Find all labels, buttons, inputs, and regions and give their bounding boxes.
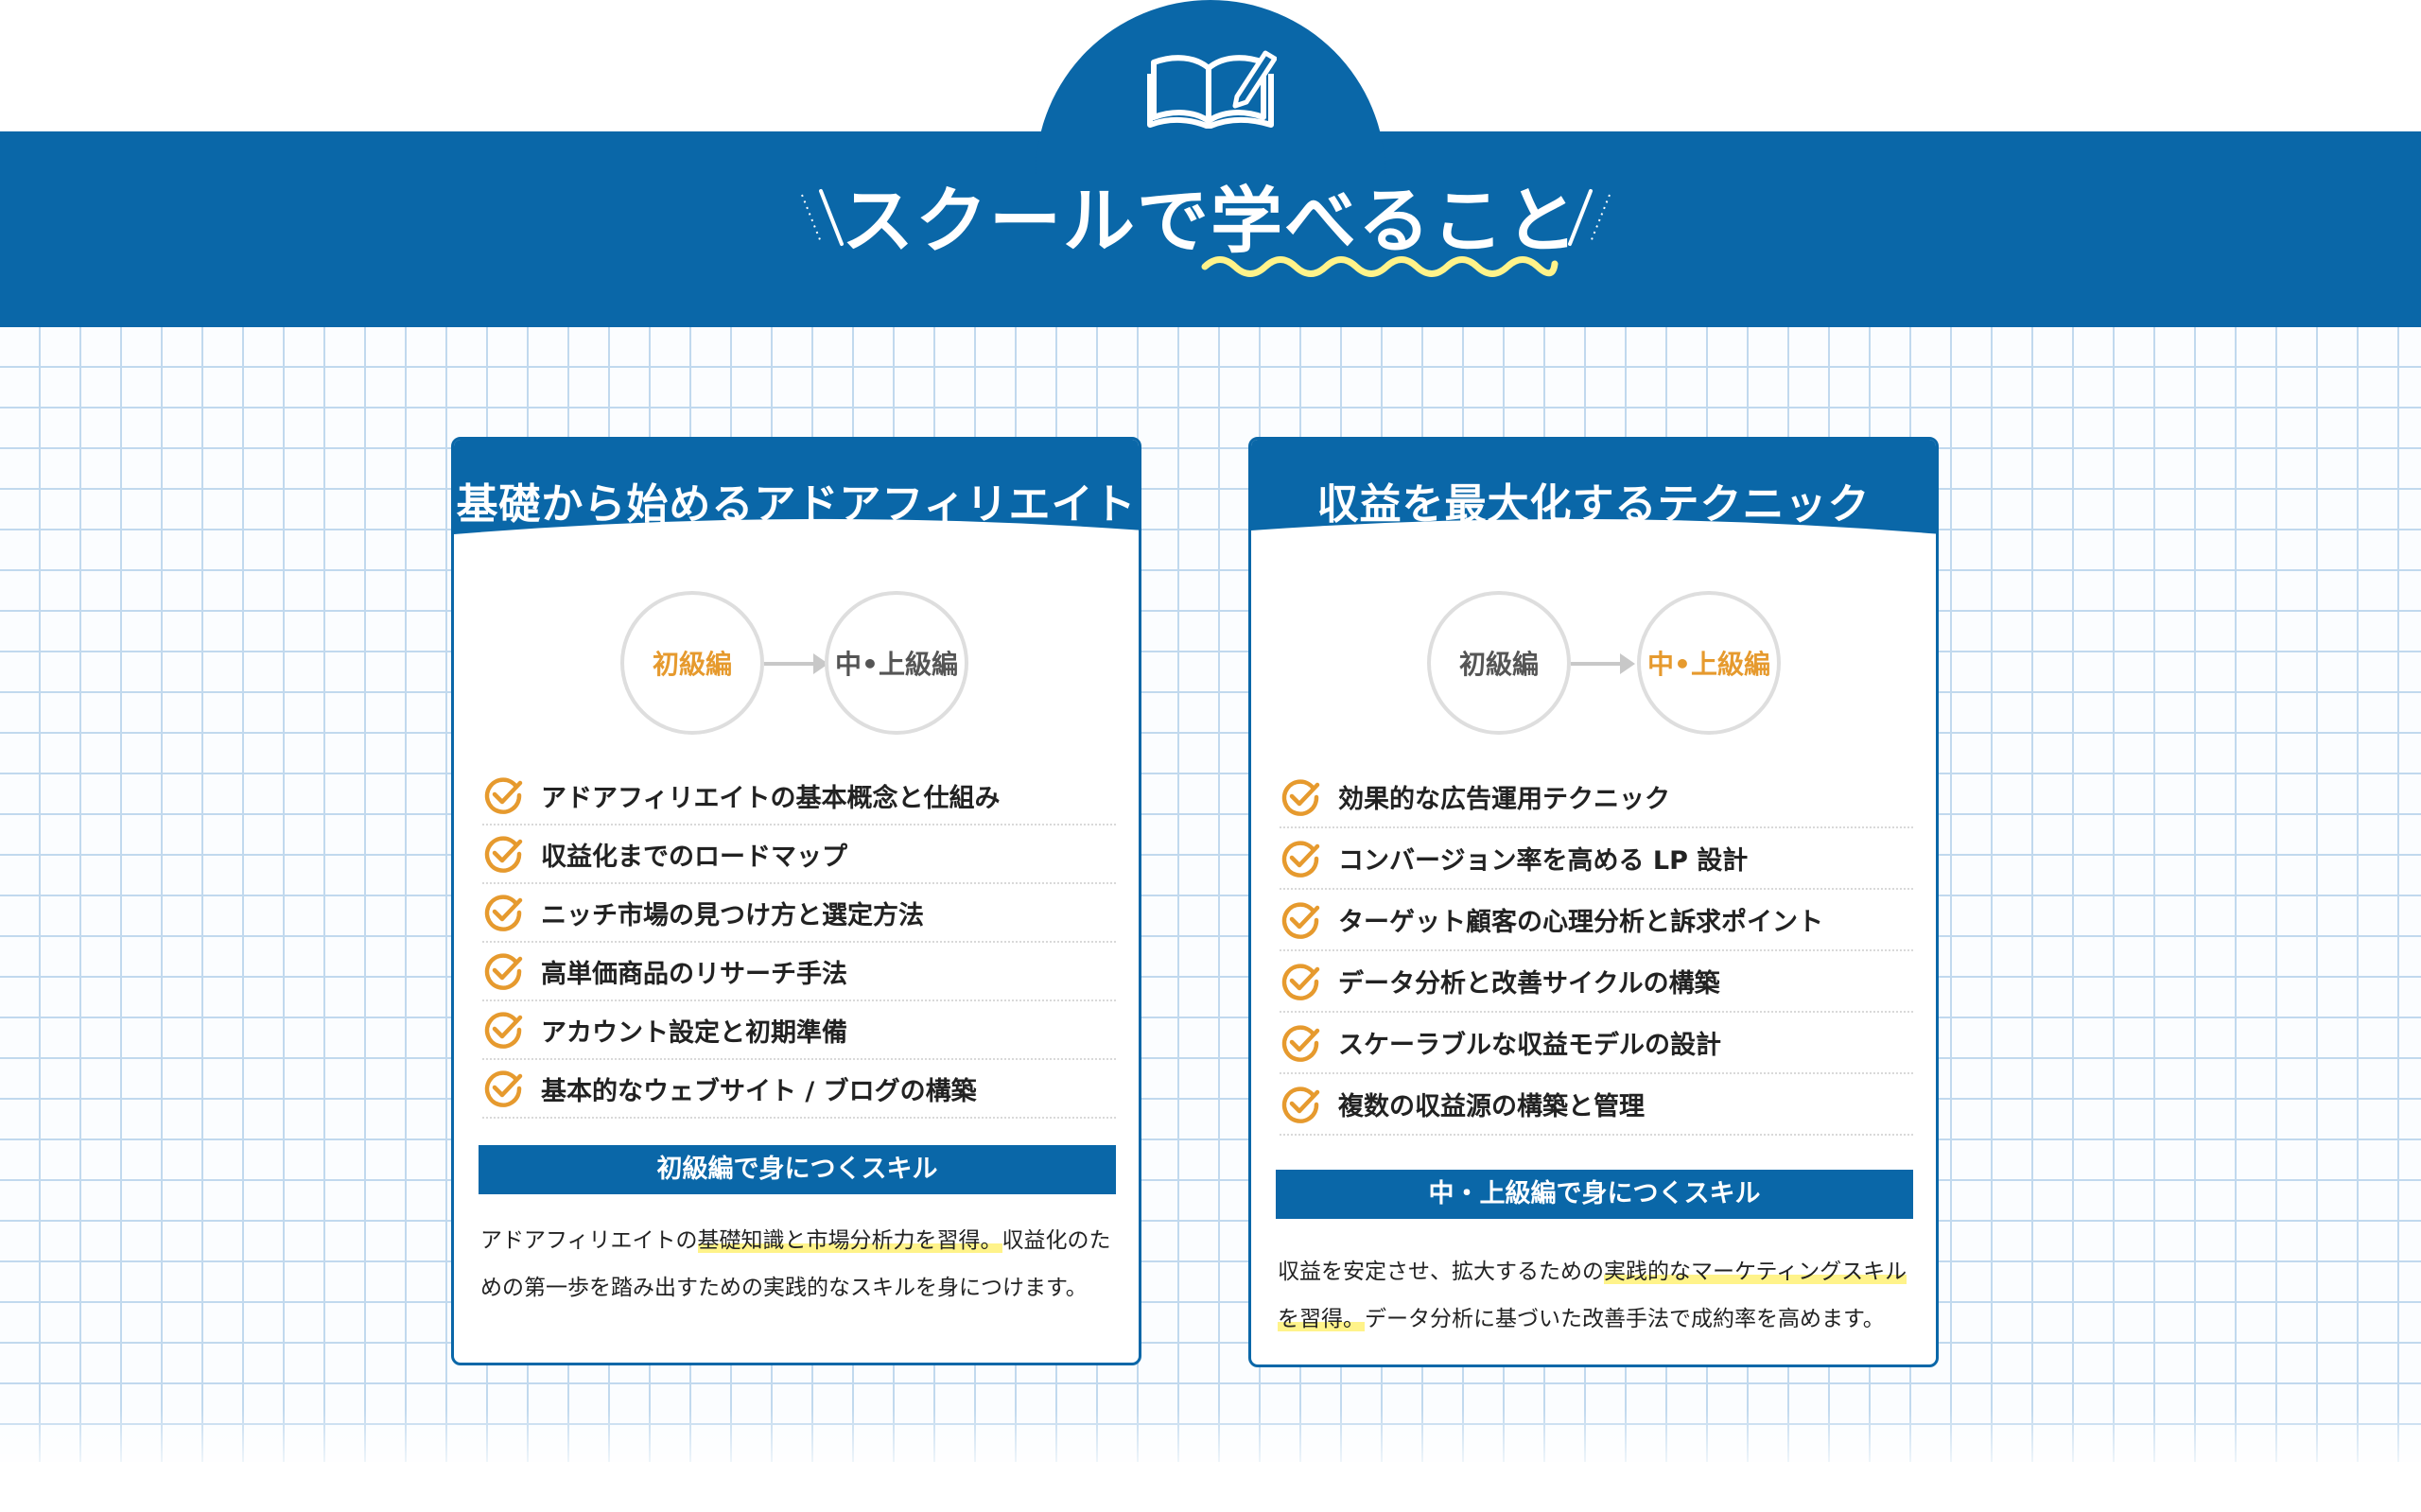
- list-item: 複数の収益源の構築と管理: [1280, 1074, 1913, 1136]
- card-title: 収益を最大化するテクニック: [1316, 480, 1871, 529]
- check-circle-icon: [484, 1070, 523, 1107]
- check-circle-icon: [1281, 1024, 1320, 1062]
- card-title: 基礎から始めるアドアフィリエイト: [456, 480, 1137, 529]
- list-item: アドアフィリエイトの基本概念と仕組み: [482, 767, 1116, 826]
- list-item: 効果的な広告運用テクニック: [1280, 767, 1913, 828]
- list-item: コンバージョン率を高める LP 設計: [1280, 828, 1913, 890]
- skill-heading: 初級編で身につくスキル: [479, 1145, 1116, 1194]
- check-circle-icon: [484, 777, 523, 814]
- check-circle-icon: [1281, 840, 1320, 878]
- check-circle-icon: [1281, 1086, 1320, 1123]
- level-advanced: 中•上級編: [1637, 591, 1781, 735]
- list-item: 基本的なウェブサイト / ブログの構築: [482, 1060, 1116, 1119]
- list-item: データ分析と改善サイクルの構築: [1280, 951, 1913, 1013]
- check-circle-icon: [484, 836, 523, 873]
- skill-heading: 中・上級編で身につくスキル: [1276, 1170, 1913, 1219]
- header-deco-left: [801, 189, 844, 246]
- check-circle-icon: [1281, 901, 1320, 939]
- level-advanced: 中•上級編: [825, 591, 968, 735]
- list-item: ターゲット顧客の心理分析と訴求ポイント: [1280, 890, 1913, 951]
- book-pen-icon: [1147, 50, 1277, 129]
- bottom-fade: [0, 1409, 2421, 1512]
- arrow-right-icon: [1571, 653, 1635, 674]
- level-steps: 初級編 中•上級編: [454, 591, 1139, 742]
- header-title: スクールで学べること: [842, 179, 1579, 263]
- check-circle-icon: [484, 953, 523, 990]
- course-card-basic: 基礎から始めるアドアフィリエイト 初級編 中•上級編 アドアフィリエイトの基本概…: [451, 437, 1141, 1365]
- card-header: 基礎から始めるアドアフィリエイト: [454, 440, 1139, 553]
- skill-description: アドアフィリエイトの基礎知識と市場分析力を習得。収益化のための第一歩を踏み出すた…: [480, 1228, 1111, 1300]
- arrow-right-icon: [764, 653, 828, 674]
- list-item: 高単価商品のリサーチ手法: [482, 943, 1116, 1001]
- course-card-advanced: 収益を最大化するテクニック 初級編 中•上級編 効果的な広告運用テクニック コン…: [1248, 437, 1939, 1367]
- list-item: ニッチ市場の見つけ方と選定方法: [482, 884, 1116, 943]
- list-item: スケーラブルな収益モデルの設計: [1280, 1013, 1913, 1074]
- level-beginner: 初級編: [620, 591, 764, 735]
- list-item: 収益化までのロードマップ: [482, 826, 1116, 884]
- check-circle-icon: [484, 895, 523, 931]
- check-circle-icon: [1281, 778, 1320, 816]
- skill-description: 収益を安定させ、拡大するための実践的なマーケティングスキルを習得。データ分析に基…: [1278, 1260, 1907, 1331]
- card-header: 収益を最大化するテクニック: [1251, 440, 1936, 553]
- check-circle-icon: [484, 1012, 523, 1049]
- topic-list: 効果的な広告運用テクニック コンバージョン率を高める LP 設計 ターゲット顧客…: [1280, 767, 1913, 1136]
- topic-list: アドアフィリエイトの基本概念と仕組み 収益化までのロードマップ ニッチ市場の見つ…: [482, 767, 1116, 1119]
- level-beginner: 初級編: [1427, 591, 1571, 735]
- list-item: アカウント設定と初期準備: [482, 1001, 1116, 1060]
- header-dome: [1036, 0, 1385, 284]
- level-steps: 初級編 中•上級編: [1251, 591, 1936, 742]
- grid-background: [0, 327, 2421, 1462]
- header-deco-right: [1568, 189, 1611, 246]
- check-circle-icon: [1281, 963, 1320, 1000]
- title-wave-underline: [1201, 256, 1559, 277]
